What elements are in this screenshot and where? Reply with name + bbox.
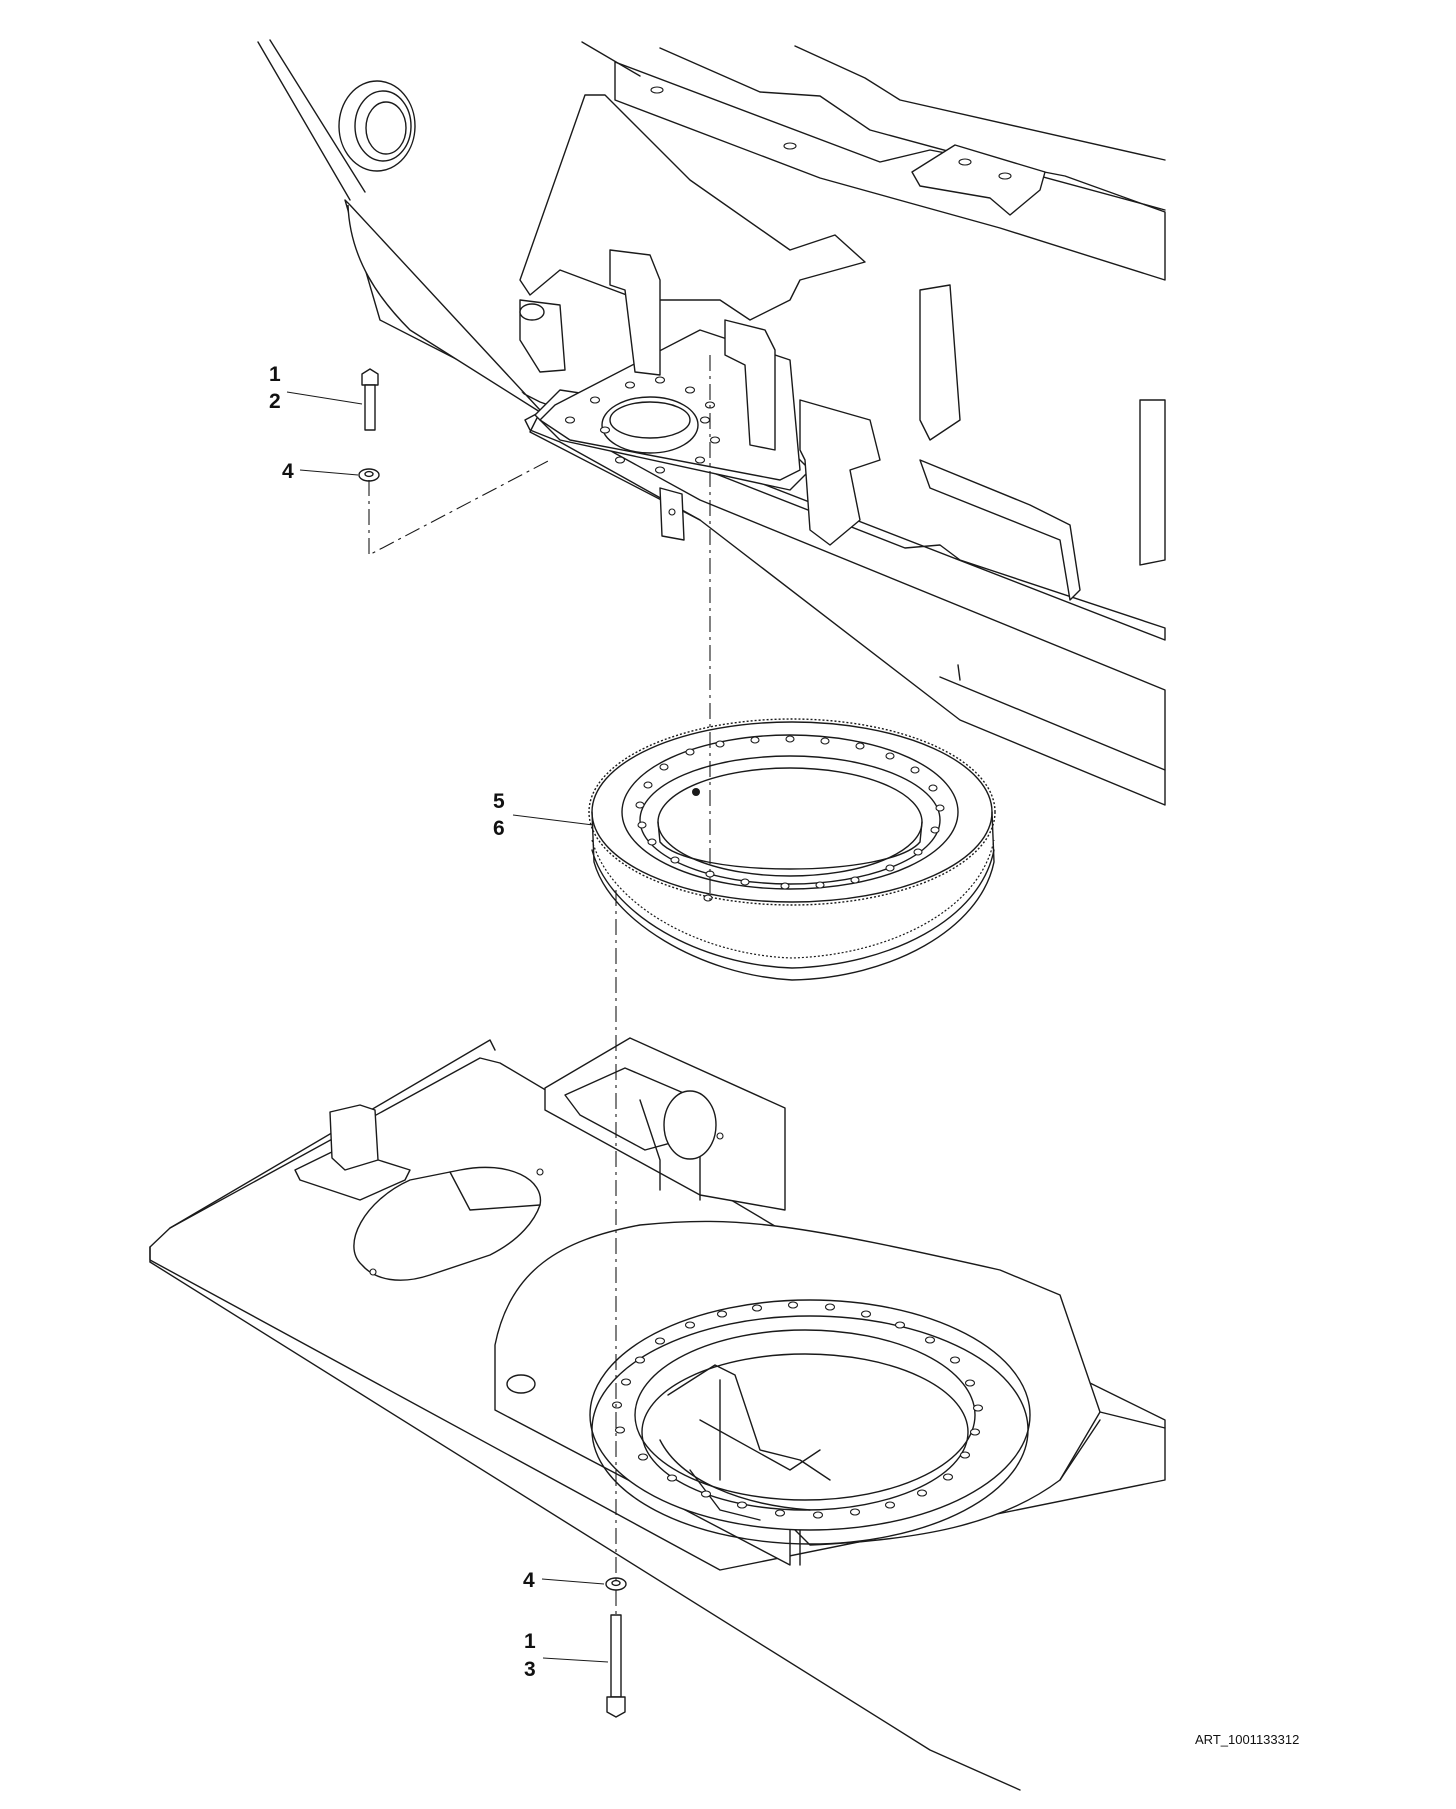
callout-label: 2 <box>269 390 281 413</box>
callout-label: 4 <box>523 1569 535 1592</box>
callout-label: 4 <box>282 460 294 483</box>
callout-label: 1 <box>524 1630 536 1653</box>
callout-label: 1 <box>269 363 281 386</box>
upper-bolt <box>361 368 379 431</box>
callout-label: 5 <box>493 790 505 813</box>
upper-washer <box>358 468 380 482</box>
callout-upper-bolt: 1 2 <box>269 363 363 413</box>
callout-label: 6 <box>493 817 505 840</box>
art-id: ART_1001133312 <box>1195 1732 1299 1747</box>
callout-bearing: 5 6 <box>493 790 594 840</box>
callout-lower-bolt: 1 3 <box>524 1630 609 1681</box>
lower-chassis-frame <box>149 1037 1166 1791</box>
lower-bolt <box>606 1614 626 1718</box>
slewing-bearing <box>588 718 996 981</box>
callout-upper-washer: 4 <box>282 460 359 483</box>
callout-label: 3 <box>524 1658 536 1681</box>
assembly-centerlines <box>368 355 711 1615</box>
callout-lower-washer: 4 <box>523 1569 605 1592</box>
upper-turntable-frame <box>257 39 1166 806</box>
